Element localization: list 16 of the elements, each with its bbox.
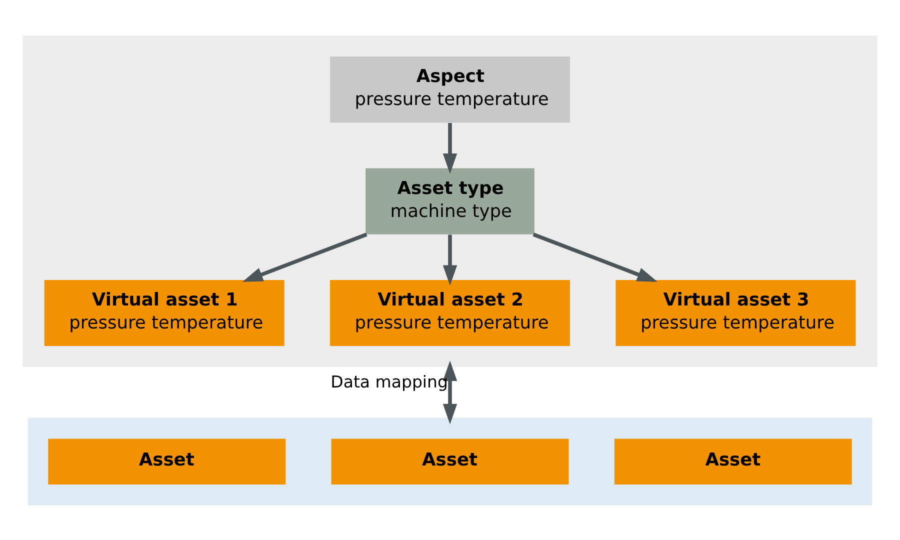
node-box: Asset type machine type	[366, 168, 534, 234]
cluster	[28, 417, 872, 505]
arrow	[442, 234, 458, 286]
arrow	[532, 232, 658, 282]
node-box: Asset	[331, 438, 569, 484]
arrow	[442, 360, 458, 424]
cluster	[22, 35, 878, 366]
node-box: Asset	[48, 438, 286, 484]
node-box: Asset	[614, 438, 852, 484]
node-box: Virtual asset 1 pressure temperature	[44, 280, 284, 346]
arrow	[242, 232, 368, 282]
node-box: Aspect pressure temperature	[330, 56, 570, 122]
edge-label: Data mapping	[330, 372, 448, 392]
node-box: Virtual asset 2 pressure temperature	[330, 280, 570, 346]
arrow	[442, 122, 458, 174]
node-box: Virtual asset 3 pressure temperature	[616, 280, 856, 346]
